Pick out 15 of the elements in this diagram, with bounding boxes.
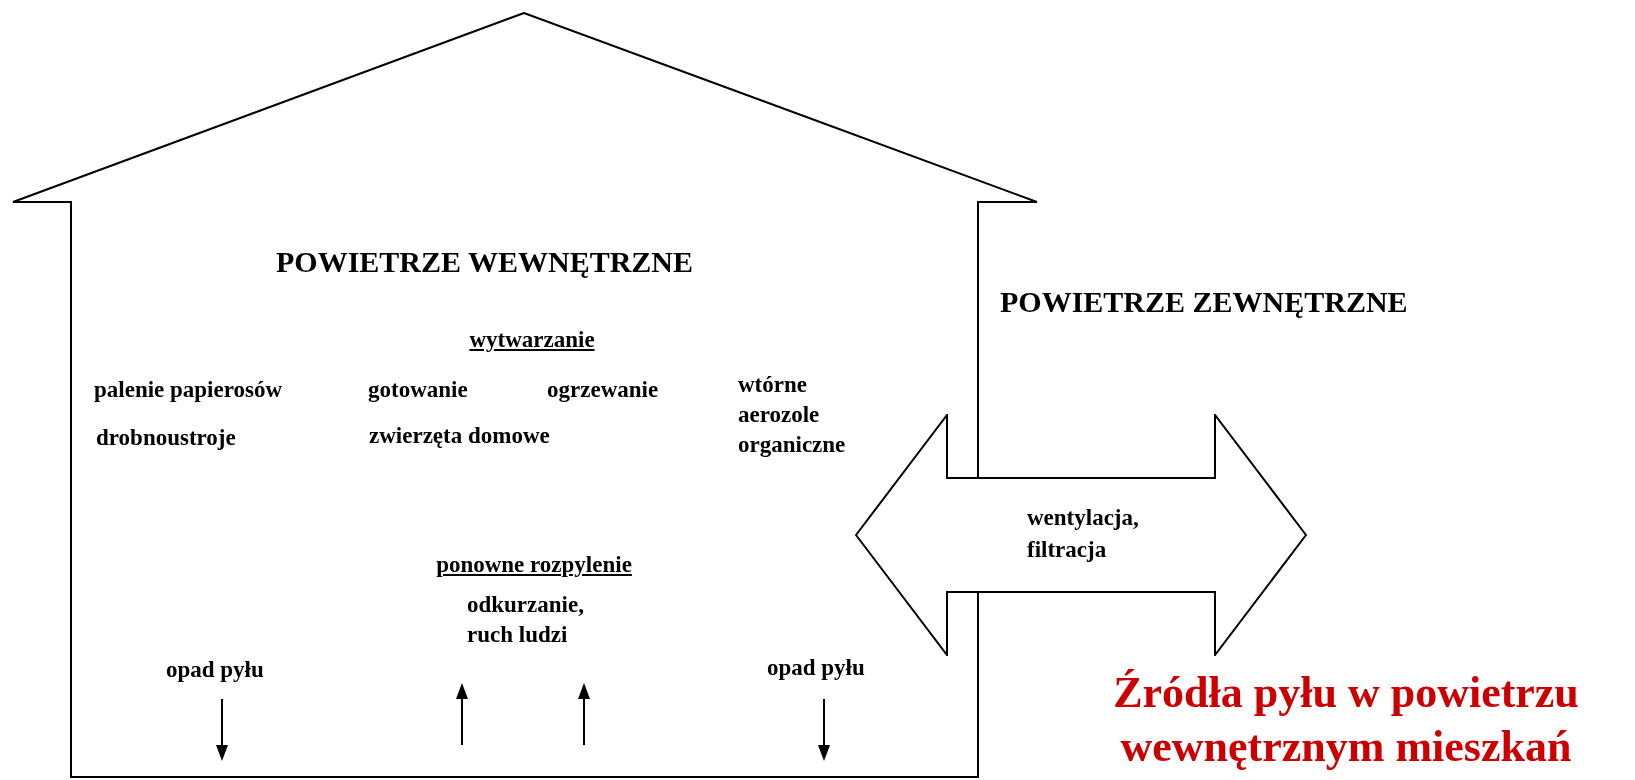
caption: Źródła pyłu w powietrzu wewnętrznym mieszkań (1112, 667, 1580, 773)
label: odkurzanie, ruch ludzi (467, 591, 585, 649)
label: ponowne rozpylenie (435, 551, 633, 579)
label: opad pyłu (767, 654, 866, 682)
label: zwierzęta domowe (369, 422, 551, 450)
heading: POWIETRZE WEWNĘTRZNE (276, 244, 694, 280)
label: palenie papierosów (94, 376, 284, 404)
label: ogrzewanie (547, 376, 660, 404)
label: wytwarzanie (468, 326, 596, 354)
arrow-label: wentylacja, filtracja (1027, 504, 1140, 564)
label: drobnoustroje (96, 424, 237, 452)
label: opad pyłu (166, 656, 265, 684)
label: wtórne aerozole organiczne (738, 371, 847, 459)
heading: POWIETRZE ZEWNĘTRZNE (1000, 284, 1409, 320)
label: gotowanie (368, 376, 469, 404)
